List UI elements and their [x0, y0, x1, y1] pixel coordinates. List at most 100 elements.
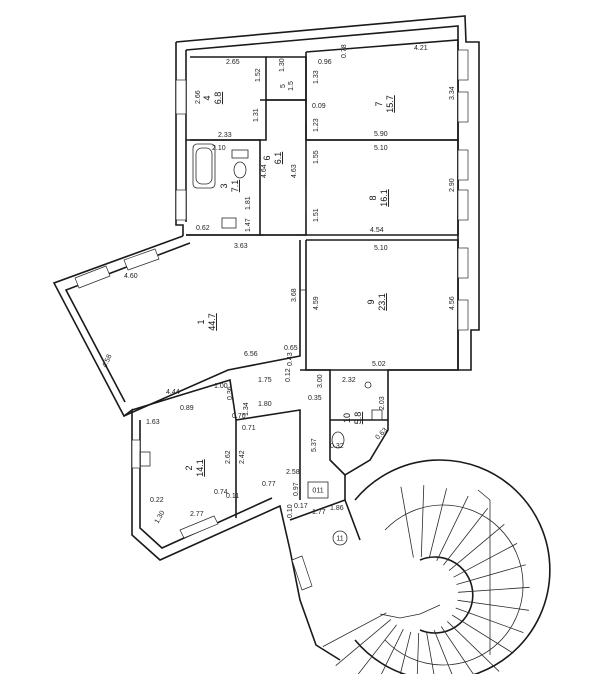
dim-room-2-262: 2.62	[225, 450, 232, 464]
room-6-area: 6.1	[273, 152, 283, 165]
room-6-label: 6 6.1	[262, 152, 283, 165]
fixtures	[139, 143, 383, 467]
dim-room-4-right: 1.52	[255, 68, 262, 82]
bathtub-icon	[192, 143, 216, 189]
room-3-number: 3	[219, 183, 229, 188]
dim-room-9-left: 4.59	[313, 296, 320, 310]
dim-room-7-bottom: 5.90	[374, 131, 388, 138]
dim-corr-186: 1.86	[330, 505, 344, 512]
dim-room-2-036: 0.36	[227, 386, 234, 400]
window-room-2-south	[179, 515, 219, 539]
dim-room-1-368: 3.68	[291, 288, 298, 302]
room-9-label: 9 23.1	[366, 293, 387, 311]
dim-hall-258: 2.58	[286, 469, 300, 476]
dim-room-8-151: 1.51	[313, 208, 320, 222]
window-corridor	[291, 555, 313, 591]
dim-hall-012: 0.12	[285, 368, 292, 382]
room-labels: 4 6.8 5 1.5 7 15.7 6 6.1 3 7.1 8 16.1 1 …	[184, 81, 395, 546]
room-2-number: 2	[184, 465, 194, 470]
radiator-room-2-icon	[139, 451, 151, 467]
stair-mid-arc	[384, 504, 524, 666]
dim-room-4-left: 2.66	[195, 90, 202, 104]
window-room-4	[175, 79, 187, 115]
bathtub-inner-icon	[195, 147, 213, 185]
outer-wall-north-inner	[185, 25, 459, 370]
room-10-area: 5.8	[353, 412, 363, 425]
room-1-east-wall	[123, 240, 301, 417]
room-3-area: 7.1	[230, 180, 240, 193]
dim-room-6-131: 1.31	[253, 108, 260, 122]
outer-wall-big-room	[52, 235, 341, 661]
dim-room-3-147: 1.47	[245, 218, 252, 232]
dim-room-6-right: 4.63	[291, 164, 298, 178]
room-10-walls	[300, 369, 346, 476]
room-5-walls	[266, 56, 307, 101]
stair-tread	[448, 523, 505, 571]
room-7-walls	[305, 39, 459, 141]
room-8-number: 8	[368, 195, 378, 200]
dim-room-8-155: 1.55	[313, 150, 320, 164]
stair-tread	[428, 488, 447, 559]
dim-room-2-130: 1.30	[154, 510, 167, 525]
stair-tread	[440, 626, 474, 674]
dim-room-2-077: 0.77	[262, 481, 276, 488]
stair-tread	[457, 586, 530, 593]
stair-tread	[456, 564, 526, 585]
dim-room-10-046: 3.00	[317, 374, 324, 388]
dim-hall-043: 0.43	[287, 352, 294, 366]
window-room-7-b	[457, 91, 469, 123]
inner-hall-walls	[235, 409, 301, 500]
spiral-staircase	[322, 459, 551, 674]
dim-room-8-right: 2.90	[449, 178, 456, 192]
window-room-1-a	[74, 265, 111, 289]
corridor-011-box	[307, 481, 329, 499]
room-7-number: 7	[374, 101, 384, 106]
dim-corr-010: 0.10	[287, 504, 294, 518]
room-6-number: 6	[262, 155, 272, 160]
room-8-walls	[306, 139, 459, 236]
dim-room-1-065: 0.65	[284, 345, 298, 352]
room-9-number: 9	[366, 299, 376, 304]
window-room-8-a	[457, 149, 469, 181]
dim-corr-017: 0.17	[294, 503, 308, 510]
corridor-011-label: 011	[307, 481, 329, 499]
outer-wall-north	[175, 15, 480, 500]
dim-room-2-071: 0.71	[242, 425, 256, 432]
room-1-area: 44.7	[207, 313, 217, 331]
room-9-walls	[305, 239, 459, 371]
room-10-number: 10	[342, 413, 352, 423]
window-room-7-a	[457, 49, 469, 81]
dim-room-4-bottom: 2.33	[218, 132, 232, 139]
room-9-area: 23.1	[377, 293, 387, 311]
dim-room-7-096: 0.96	[318, 59, 332, 66]
stair-tread	[451, 614, 514, 654]
drain-room-10-icon	[364, 381, 372, 389]
dim-room-2-089: 0.89	[180, 405, 194, 412]
dim-room-10-032: 0.32	[330, 443, 344, 450]
dim-room-1-444: 4.44	[166, 389, 180, 396]
window-room-9-b	[457, 299, 469, 331]
stair-outer-arc	[354, 459, 551, 674]
sink-room-1-icon	[221, 217, 237, 229]
dim-room-3-top: 2.10	[212, 145, 226, 152]
dim-room-4-top: 2.65	[226, 59, 240, 66]
room-1-number: 1	[196, 319, 206, 324]
stair-tread	[322, 612, 387, 647]
dim-hall-180: 1.80	[258, 401, 272, 408]
dim-room-2-070: 0.70	[232, 413, 246, 420]
dim-room-3-181: 1.81	[245, 196, 252, 210]
stair-tread	[416, 632, 420, 674]
stair-tread	[447, 621, 500, 672]
room-1-label: 1 44.7	[196, 313, 217, 331]
dim-hall-097: 0.97	[293, 482, 300, 496]
dim-hall-537: 5.37	[311, 438, 318, 452]
stair-tread	[357, 624, 397, 674]
dim-room-1-458: 4.58	[101, 353, 113, 368]
room-11-number: 11	[336, 536, 343, 543]
dim-room-2-100: 1.00	[214, 383, 228, 390]
dim-room-2-134: 1.34	[243, 402, 250, 416]
dim-room-2-242: 2.42	[239, 450, 246, 464]
room-7-area: 15.7	[385, 95, 395, 113]
radiator-room-10-icon	[371, 409, 383, 421]
room-5-label: 5 1.5	[280, 81, 295, 91]
